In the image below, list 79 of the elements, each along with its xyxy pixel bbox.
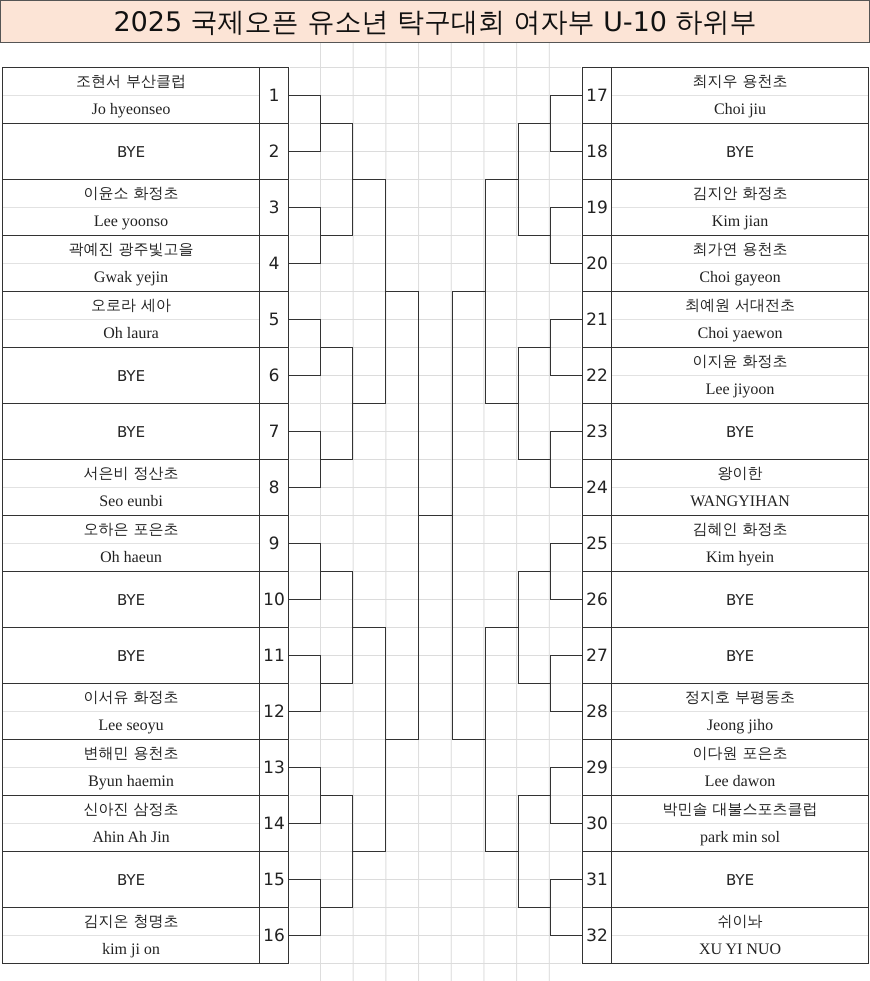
name-cell (611, 459, 869, 516)
romanized-name: WANGYIHAN (690, 492, 790, 510)
player-name: 오로라 세아 (91, 296, 171, 315)
name-cell (611, 347, 869, 404)
bye-label: BYE (726, 590, 754, 608)
bye-label: BYE (726, 646, 754, 664)
bye-label: BYE (726, 870, 754, 888)
player-name: 신아진 삼정초 (84, 800, 178, 819)
player-name: 오하은 포은초 (84, 520, 178, 539)
name-cell (2, 795, 260, 852)
romanized-name: Lee yoonso (94, 212, 168, 230)
romanized-name: XU YI NUO (698, 940, 782, 958)
romanized-name: Gwak yejin (94, 268, 168, 286)
player-name: 이다원 포은초 (692, 744, 788, 763)
player-name: 박민솔 대불스포츠클럽 (662, 800, 818, 819)
romanized-name: kim ji on (102, 940, 160, 958)
title: 2025 국제오픈 유소년 탁구대회 여자부 U-10 하위부 (0, 0, 870, 43)
player-name: 이지윤 화정초 (692, 352, 788, 371)
player-name: 조현서 부산클럽 (76, 72, 186, 91)
name-cell (611, 683, 869, 740)
bye-label: BYE (726, 142, 754, 160)
player-name: 김지안 화정초 (692, 184, 788, 203)
name-cell (2, 179, 260, 236)
romanized-name: Kim hyein (706, 548, 774, 566)
name-cell (611, 291, 869, 348)
player-name: 왕이한 (718, 464, 762, 483)
bye-label: BYE (116, 142, 146, 160)
name-cell (2, 291, 260, 348)
bye-label: BYE (116, 422, 146, 440)
romanized-name: Lee seoyu (98, 716, 164, 734)
romanized-name: Lee dawon (704, 772, 776, 790)
player-name: 서은비 정산초 (84, 464, 178, 483)
romanized-name: Choi yaewon (698, 324, 782, 342)
name-cell (611, 179, 869, 236)
name-cell (2, 459, 260, 516)
romanized-name: Lee jiyoon (706, 380, 774, 398)
player-name: 곽예진 광주빛고을 (68, 240, 194, 259)
bye-label: BYE (116, 590, 146, 608)
name-cell (611, 795, 869, 852)
name-cell (611, 907, 869, 964)
name-cell (2, 235, 260, 292)
bye-label: BYE (116, 646, 146, 664)
player-name: 쉬이놔 (718, 912, 762, 931)
player-name: 최지우 용천초 (692, 72, 788, 91)
romanized-name: Ahin Ah Jin (92, 828, 170, 846)
romanized-name: Seo eunbi (99, 492, 163, 510)
seed-cell: 32 (582, 907, 612, 964)
player-name: 정지호 부평동초 (685, 688, 795, 707)
romanized-name: Kim jian (712, 212, 768, 230)
name-cell (611, 67, 869, 124)
player-name: 김혜인 화정초 (692, 520, 788, 539)
name-cell (611, 739, 869, 796)
seed-cell: 1 (259, 67, 289, 124)
bye-label: BYE (726, 422, 754, 440)
romanized-name: Jeong jiho (706, 716, 774, 734)
player-name: 최예원 서대전초 (685, 296, 795, 315)
player-name: 이서유 화정초 (84, 688, 178, 707)
romanized-name: Byun haemin (88, 772, 174, 790)
name-cell (2, 515, 260, 572)
romanized-name: Choi jiu (714, 100, 766, 118)
bye-label: BYE (116, 870, 146, 888)
romanized-name: Oh haeun (100, 548, 162, 566)
name-cell (611, 515, 869, 572)
romanized-name: park min sol (700, 828, 780, 846)
romanized-name: Choi gayeon (699, 268, 781, 286)
player-name: 김지온 청명초 (84, 912, 178, 931)
romanized-name: Jo hyeonseo (92, 100, 170, 118)
name-cell (2, 907, 260, 964)
name-cell (2, 683, 260, 740)
player-name: 최가연 용천초 (692, 240, 788, 259)
seed-cell: 16 (259, 907, 289, 964)
name-cell (2, 67, 260, 124)
player-name: 변해민 용천초 (84, 744, 178, 763)
name-cell (611, 235, 869, 292)
romanized-name: Oh laura (103, 324, 159, 342)
bye-label: BYE (116, 366, 146, 384)
seed-cell: 17 (582, 67, 612, 124)
player-name: 이윤소 화정초 (84, 184, 178, 203)
name-cell (2, 739, 260, 796)
